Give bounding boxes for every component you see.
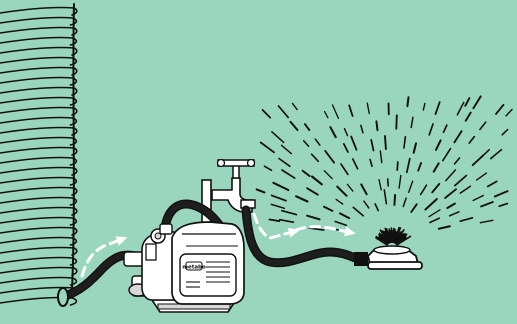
hose-inlet-end [58,288,68,306]
spray-dash [394,195,395,205]
spray-dash [397,162,398,170]
spray-dash [396,115,397,128]
spray-dash [376,121,377,130]
spray-dash [385,136,386,149]
spray-dash [407,97,408,106]
spray-dash [388,179,389,186]
pump-brand-label: metabo [182,265,206,271]
